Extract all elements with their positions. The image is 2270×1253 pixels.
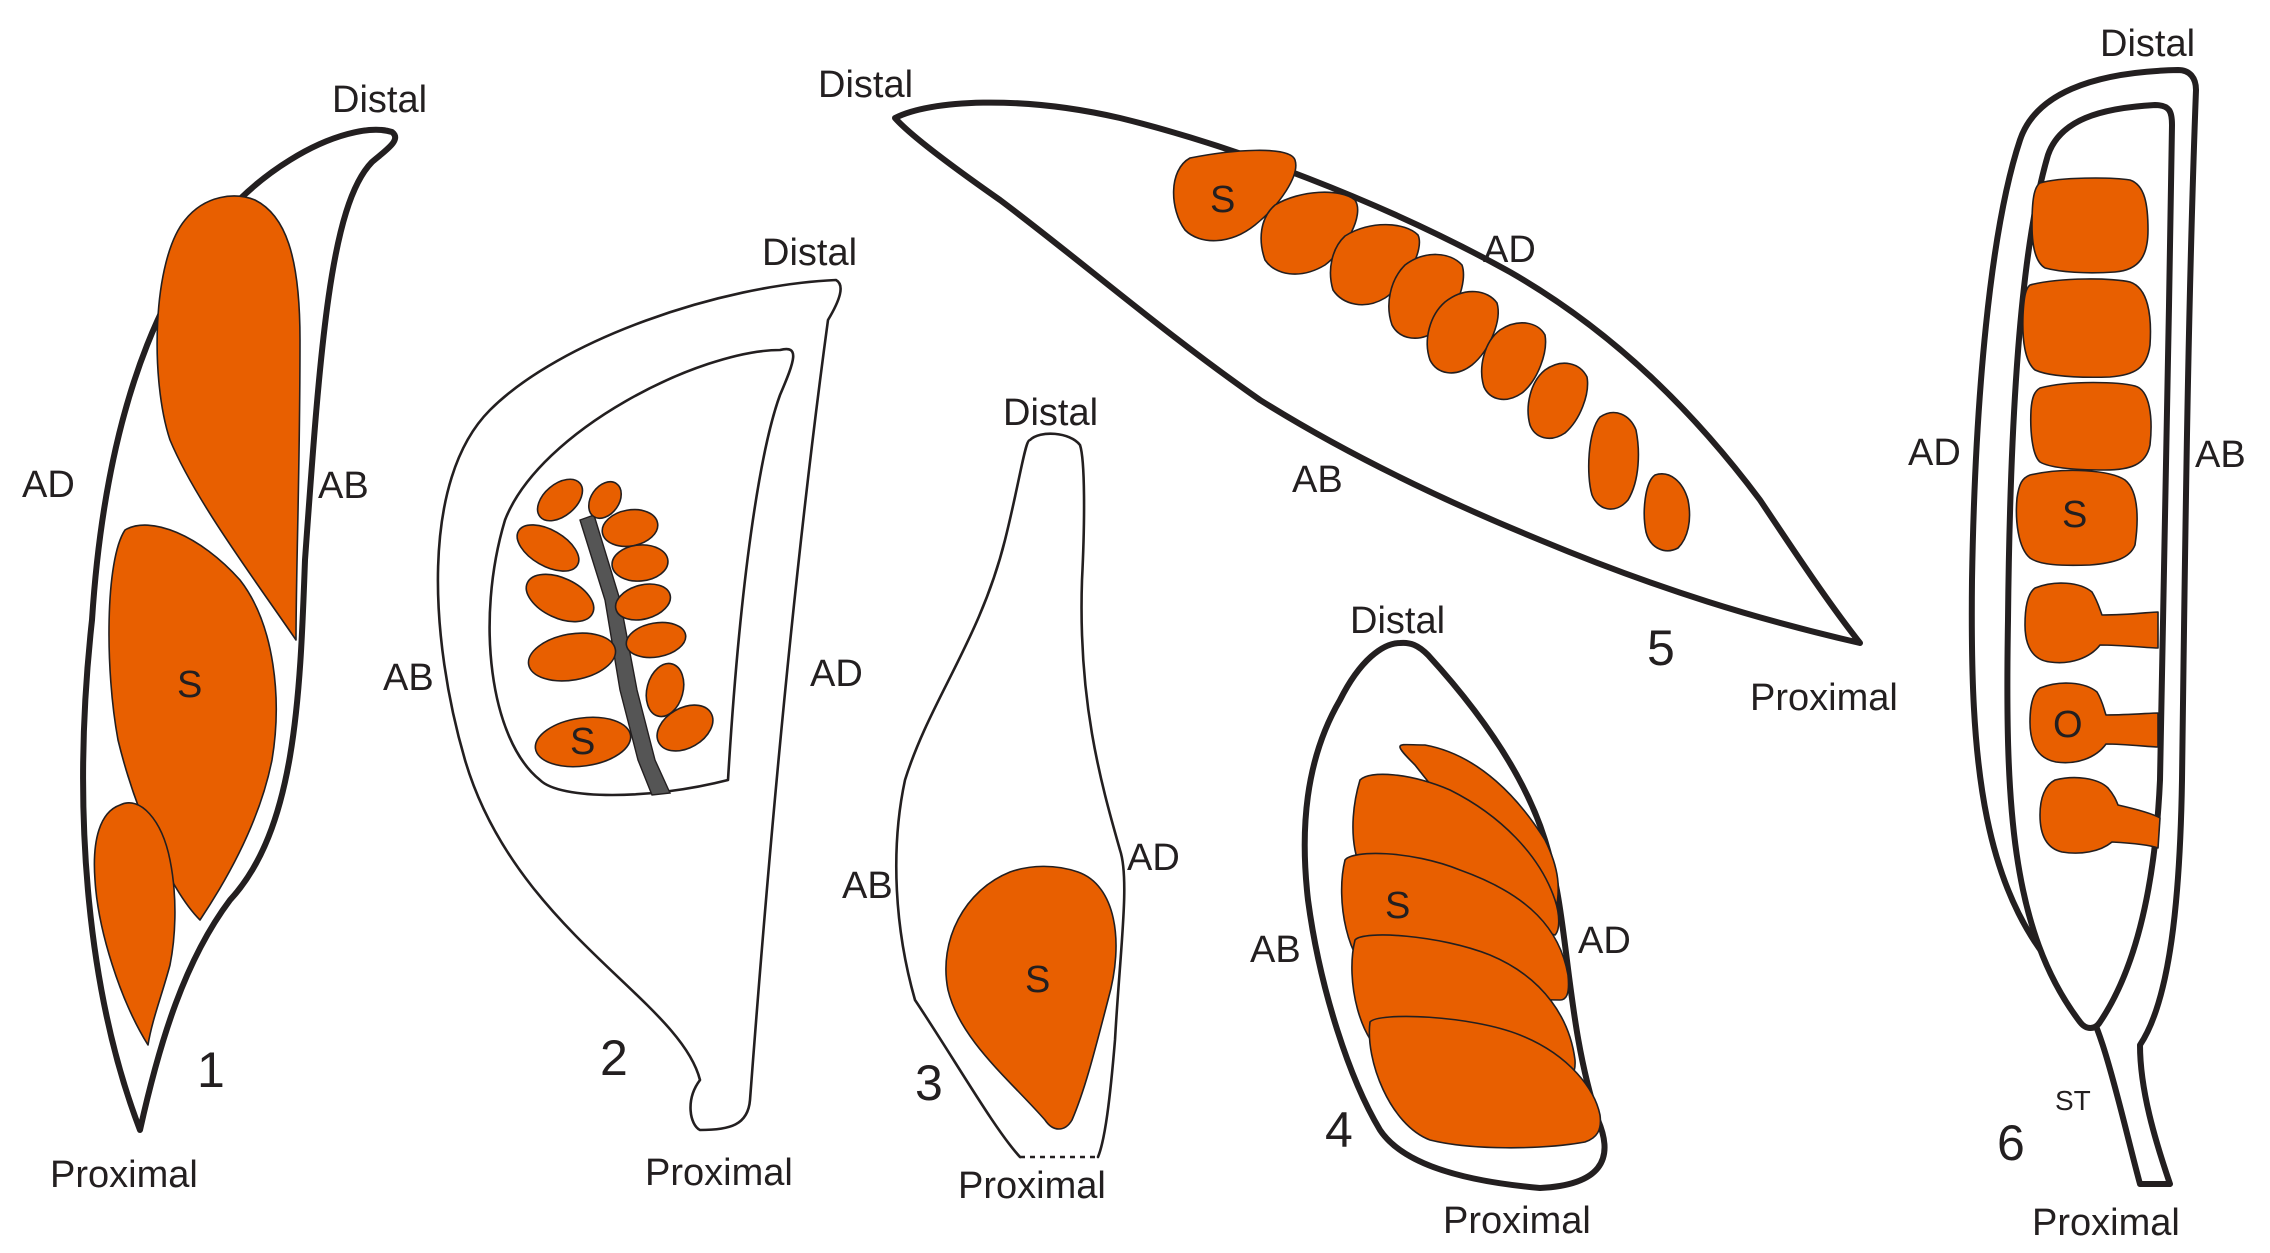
fig2-seed (534, 716, 632, 768)
fig1-ab-label: AB (318, 465, 369, 507)
fig5-seed-9 (1643, 473, 1691, 552)
fig2-number: 2 (600, 1030, 628, 1086)
fig5-seed (1172, 149, 1297, 242)
fig2-ovule-8 (527, 632, 617, 682)
fig5-ad-label: AD (1483, 229, 1536, 271)
fig6-ovule-3 (2039, 776, 2161, 854)
fig6-seed-1 (2031, 177, 2149, 274)
fig6-number: 6 (1997, 1115, 2025, 1171)
fig5-proximal-label: Proximal (1750, 677, 1898, 719)
fig5-seed-8 (1587, 411, 1640, 510)
fig6-ad-label: AD (1908, 432, 1961, 474)
fig6-seed-2 (2022, 278, 2152, 379)
fig5-seed-5 (1426, 290, 1499, 374)
fig6-proximal-label: Proximal (2032, 1202, 2180, 1244)
fig5-distal-label: Distal (818, 64, 913, 106)
fig3-seed (945, 865, 1117, 1130)
fig5-number: 5 (1647, 620, 1675, 676)
fig3-seed-label: S (1025, 959, 1050, 1001)
fig4-seed-5 (1368, 1015, 1602, 1149)
fig6-ovule-label: O (2053, 704, 2083, 746)
fig2-ovule-1 (536, 478, 584, 522)
figure-4 (1301, 639, 1608, 1191)
figure-5 (892, 99, 1863, 646)
fig2-ab-label: AB (383, 657, 434, 699)
fig1-ad-label: AD (22, 464, 75, 506)
fig3-ab-label: AB (842, 865, 893, 907)
fig2-ovule-5 (611, 544, 669, 582)
fig3-ad-label: AD (1127, 837, 1180, 879)
fig4-seed-label: S (1385, 885, 1410, 927)
fig6-seed (2015, 469, 2138, 567)
fig2-distal-label: Distal (762, 232, 857, 274)
fig5-seed-6 (1480, 322, 1547, 401)
fig2-ovule-6 (525, 573, 595, 623)
fig2-central-axis (579, 514, 672, 796)
fig6-ab-label: AB (2195, 434, 2246, 476)
fig1-seed-upper (156, 195, 301, 641)
fig2-ovule-4 (516, 524, 580, 572)
fig2-proximal-label: Proximal (645, 1152, 793, 1194)
fig4-ab-label: AB (1250, 929, 1301, 971)
fig3-distal-label: Distal (1003, 392, 1098, 434)
fig5-ab-label: AB (1292, 459, 1343, 501)
fig3-number: 3 (915, 1055, 943, 1111)
fig6-stalk-label: ST (2055, 1085, 2091, 1116)
fig6-seed-3 (2029, 381, 2152, 471)
fig6-ovule (2029, 682, 2159, 764)
fig4-number: 4 (1325, 1102, 1353, 1158)
fig1-seed-label: S (177, 664, 202, 706)
figure-2 (436, 278, 842, 1132)
fig1-number: 1 (197, 1042, 225, 1098)
figure-3 (894, 432, 1126, 1159)
fig5-seed-label: S (1210, 179, 1235, 221)
figure-1 (80, 126, 399, 1133)
fig6-seed-label: S (2062, 494, 2087, 536)
fig6-distal-label: Distal (2100, 23, 2195, 65)
fig1-proximal-label: Proximal (50, 1154, 198, 1196)
fig2-seed-label: S (570, 721, 595, 763)
fig6-ovule-1 (2024, 582, 2159, 664)
fig2-ovule-9 (625, 621, 687, 659)
fig4-distal-label: Distal (1350, 600, 1445, 642)
figure-6 (1968, 67, 2199, 1187)
fig4-proximal-label: Proximal (1443, 1200, 1591, 1242)
fig2-ad-label: AD (810, 653, 863, 695)
fig1-seed-lower (93, 802, 176, 1046)
fig3-proximal-label: Proximal (958, 1165, 1106, 1207)
fig2-ovule-11 (656, 704, 714, 752)
fig1-distal-label: Distal (332, 79, 427, 121)
fig2-ovule-7 (614, 583, 672, 621)
fig4-ad-label: AD (1578, 920, 1631, 962)
fig2-ovule-10 (645, 662, 685, 718)
fig5-seed-7 (1527, 362, 1589, 440)
fig2-ovule-2 (587, 480, 623, 520)
